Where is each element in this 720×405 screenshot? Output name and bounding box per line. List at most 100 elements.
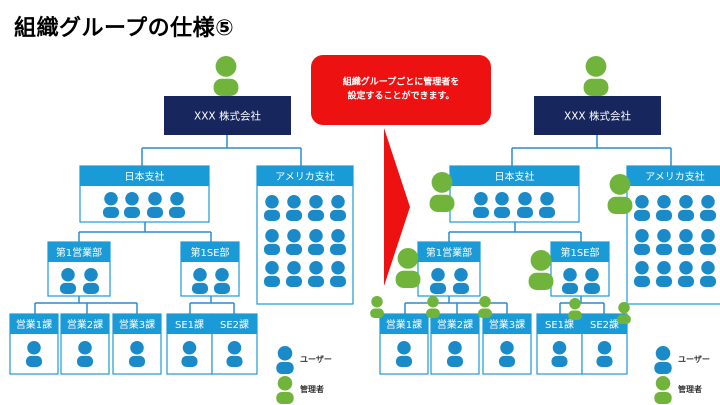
- page-title: 組織グループの仕様⑤: [14, 16, 235, 41]
- left-se1-box-label: SE1課: [175, 318, 204, 331]
- right-japan-branch-box-label: 日本支社: [495, 170, 535, 183]
- right-sales1-user-icon: [395, 341, 413, 367]
- right-legend-user-label: ユーザー: [678, 355, 710, 364]
- right-sales2-box-label: 営業2課: [437, 318, 473, 331]
- callout-line2: 設定することができます。: [347, 90, 454, 102]
- right-sales1-box-label: 営業1課: [386, 318, 422, 331]
- left-legend-admin-label: 管理者: [300, 384, 324, 394]
- left-sales-dept-user-icon: [59, 268, 77, 294]
- left-se1-user-icon: [181, 341, 198, 367]
- left-japan-user-icon: [123, 192, 141, 218]
- left-company-admin-icon: [213, 56, 239, 96]
- right-company-box: XXX 株式会社: [534, 96, 661, 135]
- right-legend-admin-icon: [654, 376, 672, 404]
- left-america-user-icon: [307, 229, 325, 255]
- right-sales3-user-icon: [498, 341, 516, 367]
- right-se2-box-label: SE2課: [590, 318, 619, 331]
- left-america-user-icon: [329, 229, 347, 255]
- right-se2-box: SE2課: [581, 313, 628, 375]
- left-america-user-icon: [329, 261, 347, 287]
- left-japan-user-icon: [146, 192, 164, 218]
- right-se-dept-user-icon: [561, 268, 579, 294]
- left-japan-user-icon: [102, 192, 120, 218]
- left-sales3-box-label: 営業3課: [119, 318, 155, 331]
- left-sales1-box-label: 営業1課: [16, 318, 52, 331]
- left-america-branch-box-label: アメリカ支社: [275, 170, 335, 183]
- left-se-dept-box: 第1SE部: [180, 241, 240, 297]
- right-se1-box-label: SE1課: [545, 318, 574, 331]
- right-america-user-icon: [699, 261, 717, 287]
- left-legend-admin-icon: [276, 376, 294, 404]
- right-america-user-icon: [677, 229, 695, 255]
- right-sales3-box-label: 営業3課: [489, 318, 525, 331]
- left-america-user-icon: [263, 229, 281, 255]
- left-america-user-icon: [329, 195, 347, 221]
- right-america-branch-box-label: アメリカ支社: [645, 170, 705, 183]
- left-japan-branch-box: 日本支社: [79, 165, 210, 223]
- left-america-user-icon: [285, 195, 303, 221]
- left-japan-user-icon: [168, 192, 186, 218]
- left-america-user-icon: [307, 195, 325, 221]
- left-sales-dept-box: 第1営業部: [47, 241, 111, 297]
- right-america-user-icon: [655, 261, 673, 287]
- left-japan-branch-box-label: 日本支社: [125, 170, 165, 183]
- right-sales-dept-box: 第1営業部: [417, 241, 481, 297]
- right-america-user-icon: [699, 195, 717, 221]
- right-sales2-user-icon: [446, 341, 464, 367]
- left-se-dept-user-icon: [213, 268, 231, 294]
- transition-arrow-icon: [384, 128, 410, 286]
- left-america-user-icon: [263, 195, 281, 221]
- left-company-box-label: XXX 株式会社: [194, 110, 261, 123]
- left-america-user-icon: [307, 261, 325, 287]
- right-japan-admin-icon: [429, 172, 455, 212]
- right-se-dept-box-label: 第1SE部: [560, 246, 599, 259]
- right-se1-user-icon: [551, 341, 568, 367]
- right-america-user-icon: [655, 229, 673, 255]
- right-section-admin-icon: [478, 296, 492, 318]
- right-se-dept-box: 第1SE部: [550, 241, 610, 297]
- right-america-user-icon: [633, 195, 651, 221]
- right-america-user-icon: [699, 229, 717, 255]
- left-sales1-user-icon: [25, 341, 43, 367]
- right-america-user-icon: [677, 195, 695, 221]
- right-se-dept-user-icon: [583, 268, 601, 294]
- right-section-admin-icon: [426, 296, 440, 318]
- right-sales-dept-user-icon: [429, 268, 447, 294]
- left-legend-user-icon: [276, 346, 294, 374]
- left-sales2-user-icon: [76, 341, 94, 367]
- right-america-user-icon: [633, 261, 651, 287]
- right-se-dept-admin-icon: [528, 250, 554, 290]
- right-america-user-icon: [655, 195, 673, 221]
- left-sales3-box: 営業3課: [112, 313, 162, 375]
- right-sales3-box: 営業3課: [482, 313, 532, 375]
- right-japan-user-icon: [493, 192, 511, 218]
- right-japan-user-icon: [538, 192, 556, 218]
- left-se-dept-user-icon: [191, 268, 209, 294]
- right-america-admin-icon: [607, 174, 633, 214]
- right-japan-user-icon: [516, 192, 534, 218]
- right-sales-dept-user-icon: [452, 268, 470, 294]
- left-se1-box: SE1課: [166, 313, 213, 375]
- right-sales-dept-admin-icon: [395, 248, 421, 288]
- left-legend-user-label: ユーザー: [300, 355, 332, 364]
- left-sales3-user-icon: [128, 341, 146, 367]
- left-se-dept-box-label: 第1SE部: [190, 246, 229, 259]
- left-se2-user-icon: [226, 341, 243, 367]
- right-section-admin-icon: [370, 296, 384, 318]
- left-sales-dept-box-label: 第1営業部: [56, 246, 102, 259]
- right-section-admin-icon: [568, 298, 582, 320]
- right-company-admin-icon: [583, 56, 609, 96]
- left-america-user-icon: [263, 261, 281, 287]
- right-company-box-label: XXX 株式会社: [564, 110, 631, 123]
- right-sales-dept-box-label: 第1営業部: [426, 246, 472, 259]
- left-sales2-box-label: 営業2課: [67, 318, 103, 331]
- right-america-user-icon: [677, 261, 695, 287]
- right-japan-user-icon: [472, 192, 490, 218]
- left-se2-box-label: SE2課: [220, 318, 249, 331]
- callout-line1: 組織グループごとに管理者を: [343, 76, 459, 88]
- left-america-user-icon: [285, 261, 303, 287]
- right-america-user-icon: [633, 229, 651, 255]
